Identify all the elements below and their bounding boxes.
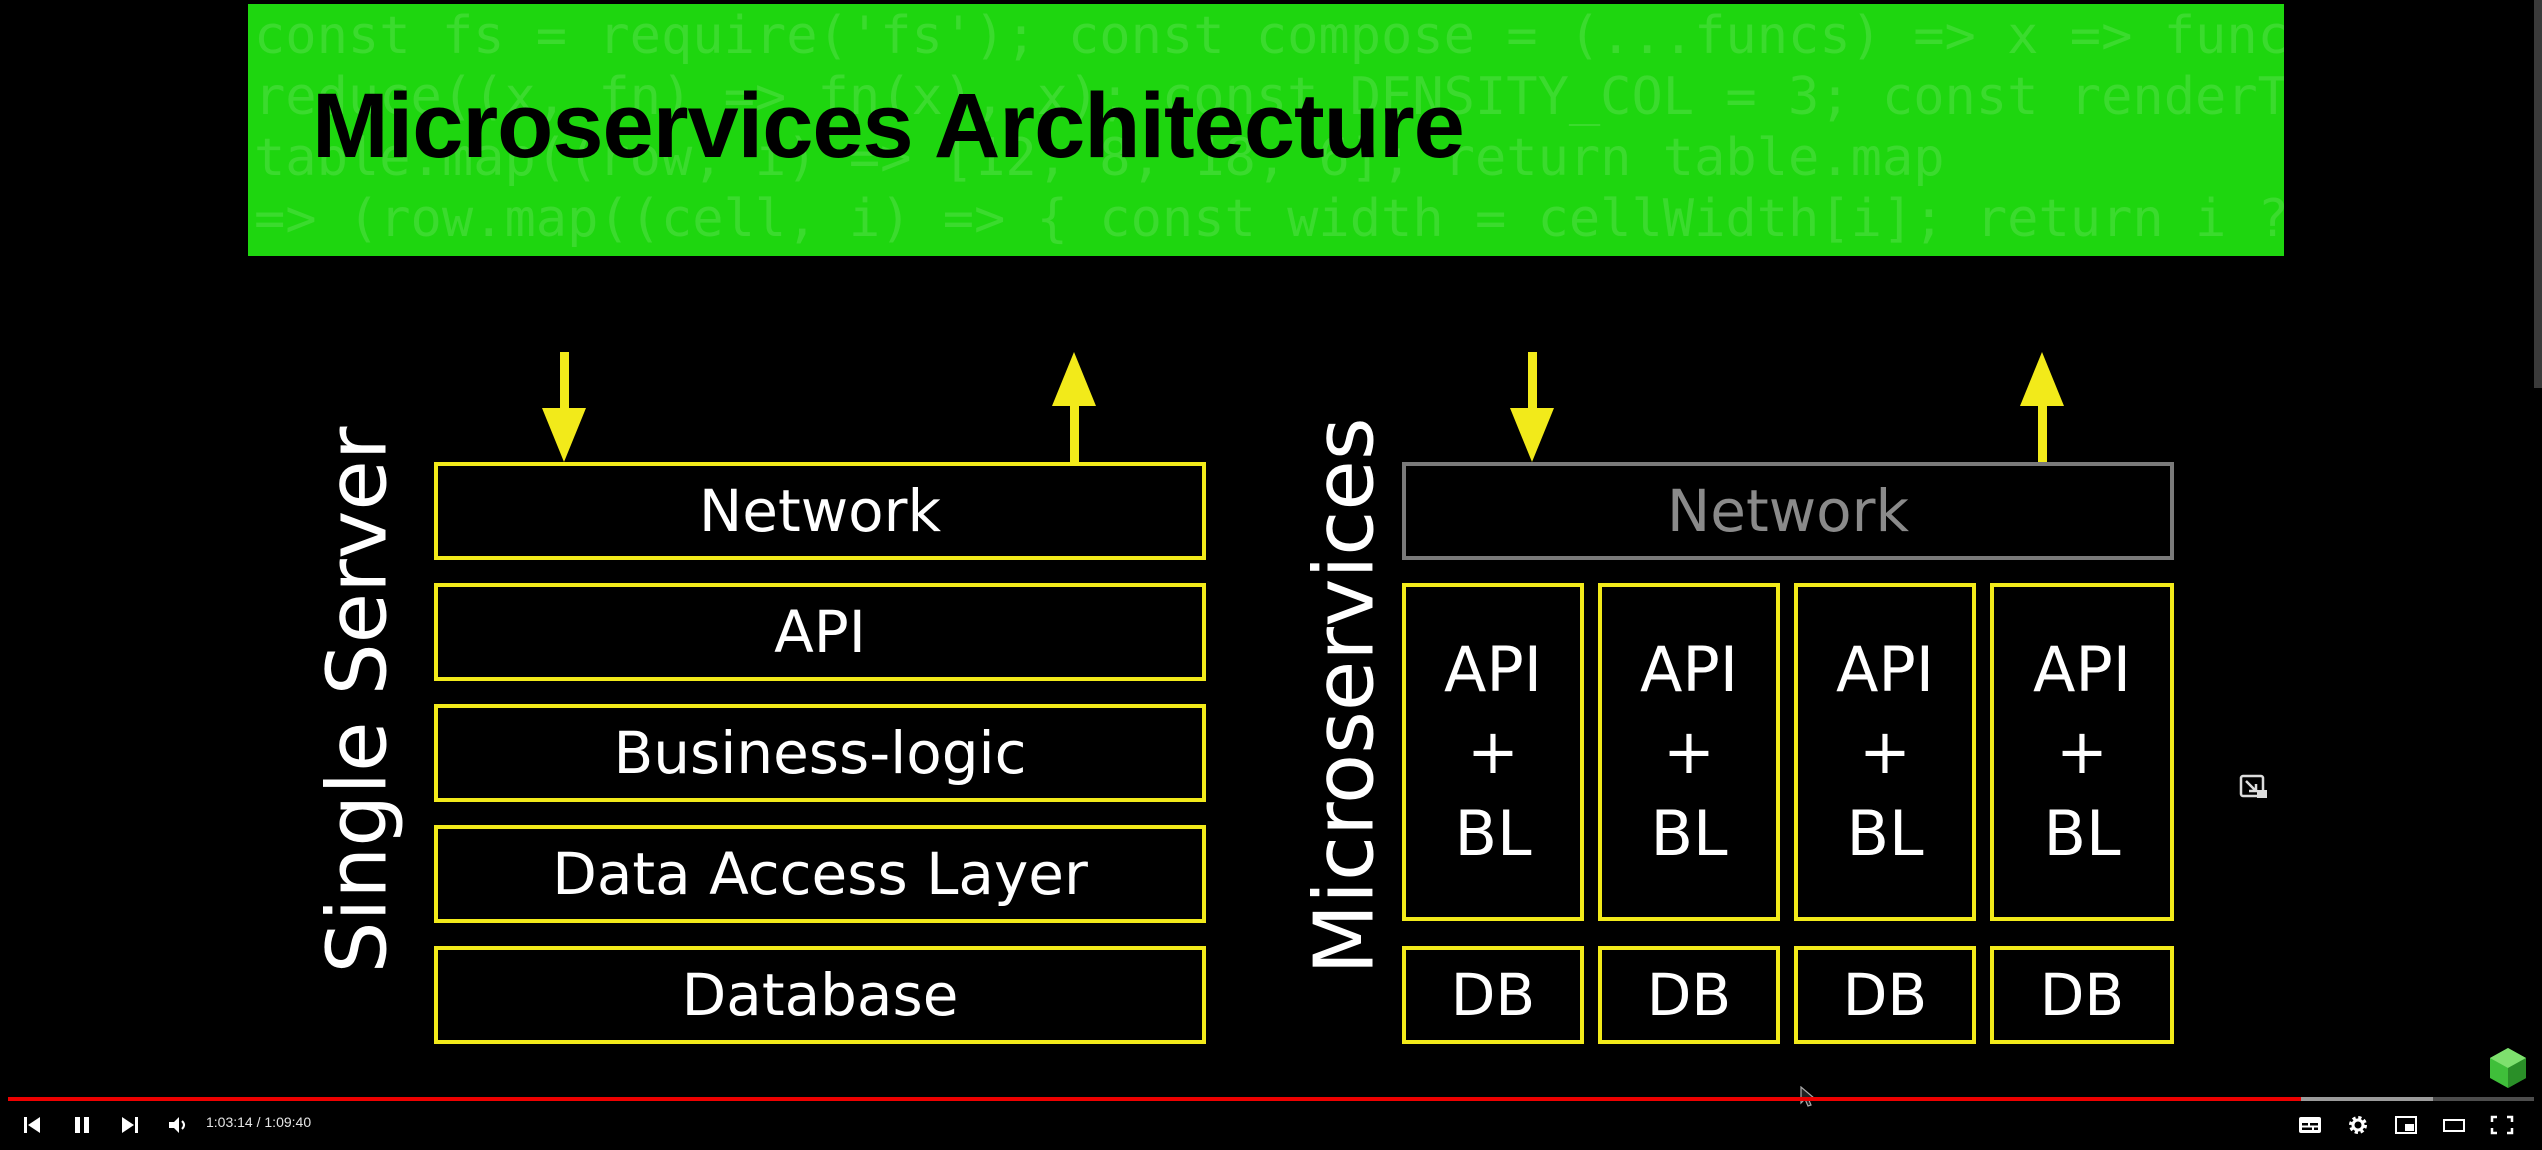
- service-plus-text: +: [1859, 715, 1911, 788]
- fullscreen-button[interactable]: [2482, 1108, 2522, 1142]
- duration: 1:09:40: [264, 1114, 312, 1130]
- layer-business-logic: Business-logic: [434, 704, 1206, 802]
- service-api-text: API: [1639, 633, 1739, 706]
- single-server-label: Single Server: [310, 426, 406, 974]
- settings-icon: [2349, 1116, 2367, 1134]
- service-db: DB: [1598, 946, 1780, 1044]
- time-separator: /: [252, 1114, 265, 1130]
- service-plus-text: +: [1467, 715, 1519, 788]
- service-db: DB: [1402, 946, 1584, 1044]
- subtitles-icon: [2299, 1117, 2321, 1133]
- current-time: 1:03:14: [206, 1114, 253, 1130]
- service-api-text: API: [1443, 633, 1543, 706]
- service-api-bl: API + BL: [1598, 583, 1780, 921]
- fullscreen-icon: [2490, 1115, 2514, 1135]
- theater-mode-button[interactable]: [2434, 1108, 2474, 1142]
- service-bl-text: BL: [2043, 797, 2121, 870]
- skip-previous-icon: [24, 1117, 40, 1133]
- progress-bar[interactable]: [8, 1097, 2534, 1101]
- service-api-bl: API + BL: [1402, 583, 1584, 921]
- service-api-bl: API + BL: [1990, 583, 2174, 921]
- background-code-text: const fs = require('fs'); const compose …: [254, 6, 2284, 249]
- layer-database: Database: [434, 946, 1206, 1044]
- service-bl-text: BL: [1454, 797, 1532, 870]
- service-api-text: API: [1835, 633, 1935, 706]
- volume-icon: [169, 1117, 185, 1133]
- service-plus-text: +: [1663, 715, 1715, 788]
- layer-data-access: Data Access Layer: [434, 825, 1206, 923]
- microservices-network: Network: [1402, 462, 2174, 560]
- settings-button[interactable]: [2338, 1108, 2378, 1142]
- layer-api: API: [434, 583, 1206, 681]
- progress-played: [8, 1097, 2301, 1101]
- incoming-arrow-icon: [1510, 352, 1554, 462]
- previous-button[interactable]: [12, 1108, 52, 1142]
- microservices-label: Microservices: [1297, 417, 1393, 975]
- service-db: DB: [1794, 946, 1976, 1044]
- service-api-text: API: [2032, 633, 2132, 706]
- end-screen-icon[interactable]: [2237, 770, 2271, 804]
- volume-button[interactable]: [158, 1108, 198, 1142]
- slide-title: Microservices Architecture: [312, 75, 1465, 177]
- service-db: DB: [1990, 946, 2174, 1044]
- skip-next-icon: [122, 1117, 138, 1133]
- miniplayer-button[interactable]: [2386, 1108, 2426, 1142]
- service-plus-text: +: [2056, 715, 2108, 788]
- outgoing-arrow-icon: [1052, 352, 1096, 464]
- outgoing-arrow-icon: [2020, 352, 2064, 464]
- layer-network: Network: [434, 462, 1206, 560]
- subtitles-button[interactable]: [2290, 1108, 2330, 1142]
- service-bl-text: BL: [1650, 797, 1728, 870]
- theater-mode-icon: [2443, 1119, 2465, 1132]
- pause-button[interactable]: [62, 1108, 102, 1142]
- service-bl-text: BL: [1846, 797, 1924, 870]
- next-button[interactable]: [110, 1108, 150, 1142]
- title-banner: const fs = require('fs'); const compose …: [248, 4, 2284, 256]
- pause-icon: [75, 1117, 89, 1133]
- service-api-bl: API + BL: [1794, 583, 1976, 921]
- time-display: 1:03:14 / 1:09:40: [206, 1114, 311, 1130]
- incoming-arrow-icon: [542, 352, 586, 462]
- scrollbar[interactable]: [2534, 0, 2542, 388]
- miniplayer-icon: [2395, 1116, 2417, 1134]
- channel-watermark-icon[interactable]: [2488, 1046, 2528, 1090]
